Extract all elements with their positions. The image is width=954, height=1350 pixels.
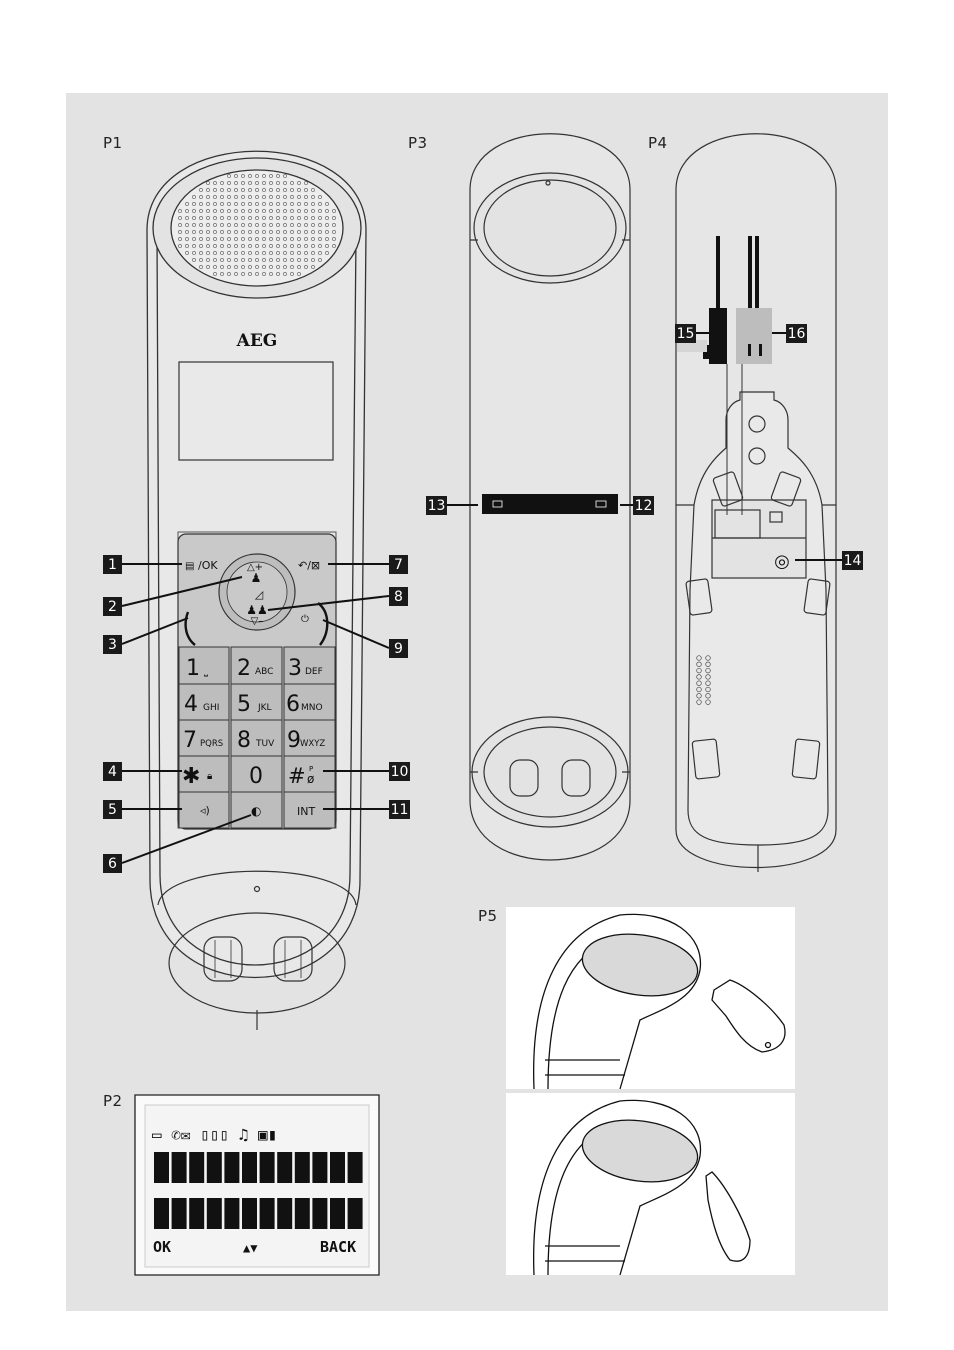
mute-icon: ø <box>307 772 314 786</box>
phonebook-up-icon: △+ <box>247 562 263 573</box>
menu-ok-key[interactable]: /OK <box>198 559 218 572</box>
handset-base-front <box>157 870 357 1030</box>
label-p4: P4 <box>648 134 668 152</box>
side-charge-strip <box>482 494 618 514</box>
menu-icon: ▤ <box>185 561 194 572</box>
key-6-sub: MNO <box>301 703 323 713</box>
key-1-sub: ⎵ <box>204 666 208 677</box>
lcd-nav-label: ▲▼ <box>243 1241 258 1255</box>
label-p2: P2 <box>103 1092 123 1110</box>
key-5[interactable]: 5 <box>237 692 251 717</box>
leader-lines <box>121 332 842 864</box>
cover-removal-illustration <box>506 907 795 1276</box>
redial-key[interactable]: ◐ <box>251 804 261 818</box>
down-icon: ▽– <box>251 616 264 627</box>
key-3[interactable]: 3 <box>288 656 302 681</box>
lcd-status-icons: ▭ ✆✉ ▯▯▯ ♫ ▣▮ <box>152 1125 277 1144</box>
key-hash[interactable]: # <box>288 764 306 788</box>
lcd-display: ▭ ✆✉ ▯▯▯ ♫ ▣▮ OK ▲▼ BACK <box>134 1094 380 1276</box>
key-7[interactable]: 7 <box>183 728 197 753</box>
handset-display <box>178 361 334 461</box>
key-0[interactable]: 0 <box>249 764 263 789</box>
callout-1: 1 <box>108 557 117 573</box>
callout-12: 12 <box>635 498 653 514</box>
earpiece-speaker-grille <box>178 174 336 276</box>
brand-logo: AEG <box>236 331 278 351</box>
callout-5: 5 <box>108 802 117 818</box>
back-clear-key[interactable]: ↶/⊠ <box>298 559 320 572</box>
callout-6: 6 <box>108 856 117 872</box>
callout-16: 16 <box>788 326 806 342</box>
phone-plug <box>709 308 727 364</box>
key-8-sub: TUV <box>255 739 275 749</box>
wireless-icon: ◎ <box>774 551 790 572</box>
pause-label: P <box>309 765 313 773</box>
callout-2: 2 <box>108 599 117 615</box>
group-icon: ♟♟ <box>246 603 268 617</box>
key-4[interactable]: 4 <box>184 692 198 717</box>
key-4-sub: GHI <box>203 703 219 713</box>
key-1[interactable]: 1 <box>186 656 200 681</box>
callout-4: 4 <box>108 764 117 780</box>
lcd-text-row-1 <box>154 1152 363 1183</box>
handset-back-view <box>675 133 837 872</box>
key-9-sub: WXYZ <box>300 739 325 749</box>
label-p1: P1 <box>103 134 123 152</box>
power-plug <box>736 308 772 364</box>
callout-11: 11 <box>391 802 409 818</box>
lcd-ok-label: OK <box>153 1238 171 1256</box>
lock-icon: 🔒︎ <box>207 771 212 782</box>
digit-labels: 1 ⎵ 2 ABC 3 DEF 4 GHI 5 JKL 6 MNO 7 PQRS… <box>182 656 325 818</box>
callout-14: 14 <box>844 553 862 569</box>
callout-8: 8 <box>394 589 403 605</box>
callout-3: 3 <box>108 637 117 653</box>
key-3-sub: DEF <box>305 667 323 677</box>
digit-keys <box>178 646 336 829</box>
int-key[interactable]: INT <box>297 805 315 818</box>
power-icon: ⏻ <box>301 614 309 625</box>
speaker-key[interactable]: ◃) <box>200 804 210 817</box>
callout-9: 9 <box>394 641 403 657</box>
key-star[interactable]: ✱ <box>182 764 200 789</box>
speaker-holes-back <box>696 655 711 705</box>
lcd-text-row-2 <box>154 1198 363 1229</box>
key-6[interactable]: 6 <box>286 692 300 717</box>
key-5-sub: JKL <box>257 703 272 713</box>
handset-side-view <box>469 133 631 861</box>
label-p3: P3 <box>408 134 428 152</box>
key-8[interactable]: 8 <box>237 728 251 753</box>
callout-7: 7 <box>394 557 403 573</box>
callout-13: 13 <box>428 498 446 514</box>
charging-contact-left <box>203 936 243 982</box>
callout-10: 10 <box>391 764 409 780</box>
cables <box>677 236 772 515</box>
key-2-sub: ABC <box>255 667 273 677</box>
charging-contact-right <box>273 936 313 982</box>
label-p5: P5 <box>478 907 498 925</box>
key-9[interactable]: 9 <box>287 728 301 753</box>
contact-icon: ♟ <box>251 571 262 585</box>
key-7-sub: PQRS <box>200 739 223 749</box>
volume-icon: ◿ <box>255 588 264 601</box>
callout-markers: 1 2 3 4 5 6 7 8 9 10 11 12 13 14 15 16 <box>103 324 863 873</box>
key-2[interactable]: 2 <box>237 656 251 681</box>
callout-15: 15 <box>677 326 695 342</box>
call-key[interactable] <box>184 611 196 646</box>
lcd-back-label: BACK <box>320 1238 356 1256</box>
